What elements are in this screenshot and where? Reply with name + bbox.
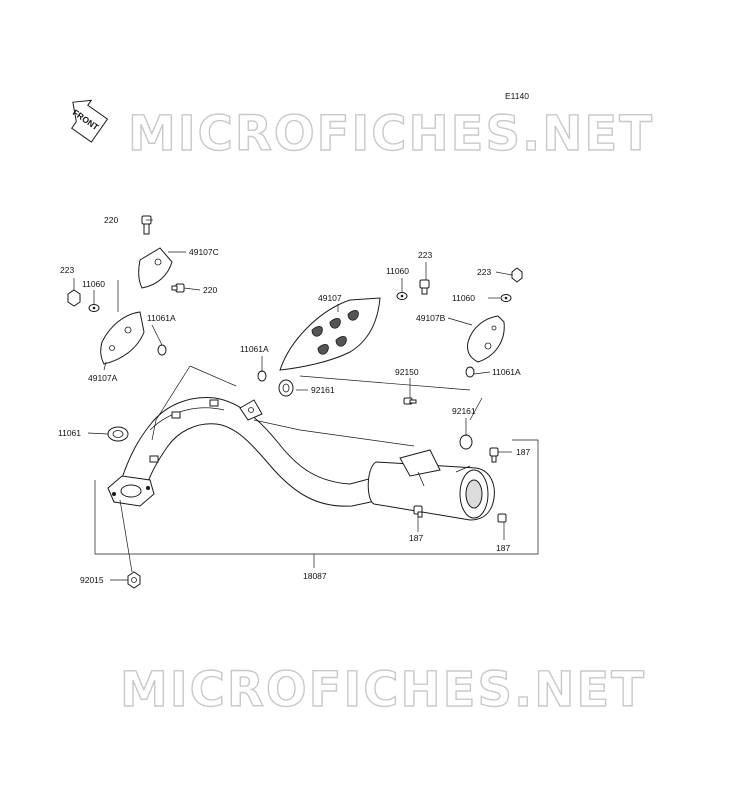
bolt-220-side <box>171 283 185 293</box>
heat-guard-49107c <box>138 247 173 289</box>
heat-guard-49107a <box>100 311 145 365</box>
heat-guard-49107 <box>279 297 381 371</box>
callout-92150: 92150 <box>395 367 419 377</box>
damper-92161-mid <box>278 379 294 397</box>
front-arrow-icon: FRONT <box>71 99 109 143</box>
gasket-11061 <box>107 426 129 442</box>
callout-labels: 220 49107C 220 223 11060 11061A 49107A 4… <box>58 215 530 585</box>
callout-49107b: 49107B <box>416 313 446 323</box>
callout-223-mid: 223 <box>418 250 432 260</box>
callout-11060-right: 11060 <box>452 293 475 303</box>
callout-92161-mid: 92161 <box>311 385 335 395</box>
exhaust-flange <box>107 475 155 507</box>
leader-lines <box>73 219 539 581</box>
washer-11060-right <box>500 294 512 302</box>
callout-187-side: 187 <box>496 543 510 553</box>
washer-11060-mid <box>396 292 408 300</box>
muffler <box>367 449 495 521</box>
callout-18087: 18087 <box>303 571 327 581</box>
bolt-187-side <box>497 513 507 523</box>
nut-92015 <box>127 571 141 589</box>
callout-11060-left: 11060 <box>82 279 105 289</box>
bolt-187-bottom <box>413 505 423 518</box>
callout-187-upper: 187 <box>516 447 530 457</box>
callout-220-side: 220 <box>203 285 217 295</box>
callout-11060-mid: 11060 <box>386 266 409 276</box>
pipe-bracket <box>239 399 263 421</box>
callout-92161-right: 92161 <box>452 406 476 416</box>
callout-11061a-mid: 11061A <box>240 344 269 354</box>
collar-11061a-mid <box>257 370 267 382</box>
callout-49107c: 49107C <box>189 247 219 257</box>
callout-223-right: 223 <box>477 267 491 277</box>
bolt-223-right <box>511 267 523 283</box>
damper-92161-right <box>459 434 473 450</box>
collar-11061a-right <box>465 366 475 378</box>
heat-guard-49107b <box>467 315 505 363</box>
callout-49107a: 49107A <box>88 373 118 383</box>
callout-223-left: 223 <box>60 265 74 275</box>
callout-49107: 49107 <box>318 293 342 303</box>
bolt-223-mid <box>419 279 430 295</box>
callout-220-top: 220 <box>104 215 118 225</box>
watermark-top: MICROFICHES.NET <box>128 106 654 162</box>
bolt-187-upper <box>489 447 499 463</box>
washer-11060-left <box>88 304 100 312</box>
bolt-92150 <box>403 397 417 405</box>
callout-92015: 92015 <box>80 575 104 585</box>
bolt-220-top <box>141 215 152 235</box>
pipe-clamp <box>149 399 219 463</box>
callout-187-bottom: 187 <box>409 533 423 543</box>
collar-11061a-left <box>157 344 167 356</box>
watermark-bottom: MICROFICHES.NET <box>120 662 646 718</box>
diagram-code: E1140 <box>505 91 529 101</box>
callout-11061a-right: 11061A <box>492 367 521 377</box>
bolt-223-left <box>67 289 81 307</box>
callout-11061: 11061 <box>58 428 81 438</box>
callout-11061a-left: 11061A <box>147 313 176 323</box>
